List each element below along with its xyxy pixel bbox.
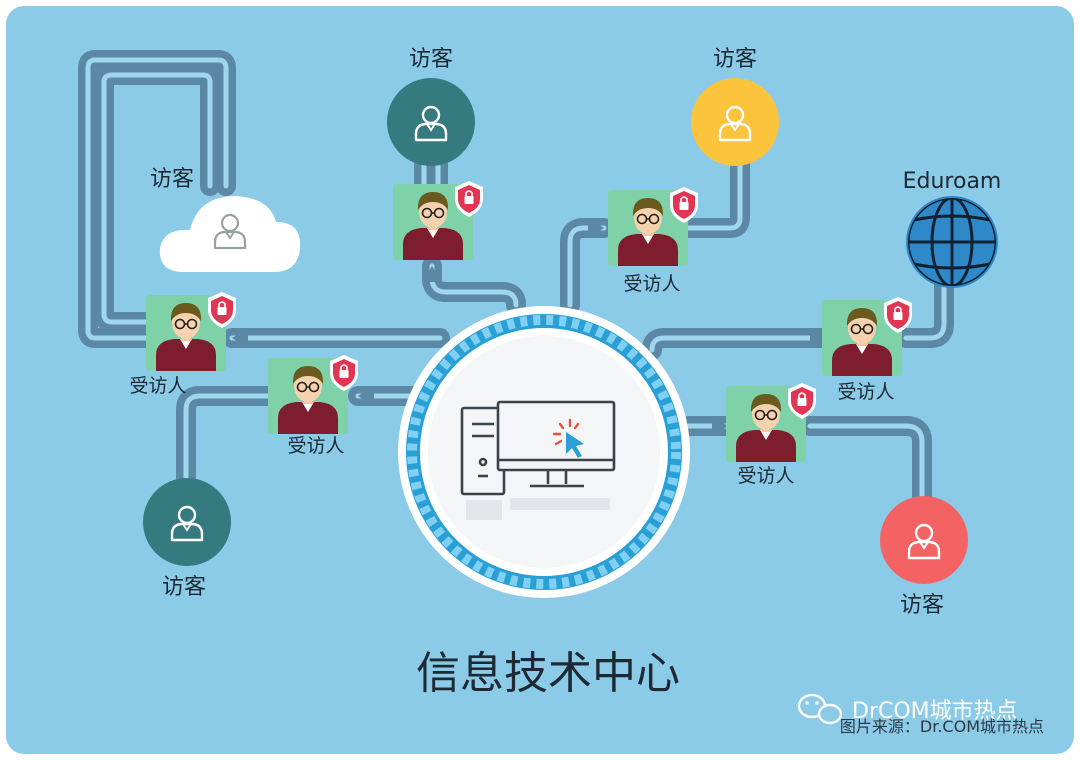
host-left-2: [267, 354, 359, 435]
watermark-brand: DrCOM城市热点: [852, 699, 1018, 724]
host-right-eduroam: [821, 296, 913, 377]
label-host-upper-right: 受访人: [623, 273, 680, 295]
label-visitor-red: 访客: [900, 593, 944, 618]
watermark: DrCOM城市热点 图片来源：Dr.COM城市热点: [797, 693, 1044, 736]
globe-icon: [906, 196, 998, 288]
visitor-yellow: [691, 78, 779, 166]
label-visitor-top: 访客: [409, 47, 453, 72]
labels: 访客 访客 访客 访客 访客 Eduroam: [150, 47, 1001, 618]
visitor-top: [387, 78, 475, 166]
host-left-1: [145, 291, 237, 372]
cursor-icon: [552, 418, 584, 458]
label-visitor-yellow: 访客: [713, 47, 757, 72]
wechat-icon: [797, 693, 843, 725]
label-host-right-eduroam: 受访人: [837, 381, 894, 403]
visitor-red: [880, 496, 968, 584]
computer-icon: [460, 400, 616, 496]
host-upper-right: [607, 186, 699, 267]
host-labels: 受访人 受访人 受访人 受访人 受访人: [129, 273, 894, 487]
visitor-bottom-left: [143, 478, 231, 566]
label-host-left-2: 受访人: [287, 435, 344, 457]
label-visitor-cloud: 访客: [150, 167, 194, 192]
label-host-left-1: 受访人: [129, 375, 186, 397]
central-hub: [398, 306, 690, 598]
connection-pipes: [78, 50, 954, 508]
cloud-visitor: [159, 196, 301, 272]
label-host-lower-right: 受访人: [737, 465, 794, 487]
host-top: [392, 180, 484, 261]
label-eduroam: Eduroam: [903, 169, 1002, 194]
host-lower-right: [725, 382, 817, 463]
label-visitor-bottom-left: 访客: [162, 575, 206, 600]
diagram-title: 信息技术中心: [416, 648, 680, 699]
watermark-source: 图片来源：Dr.COM城市热点: [840, 717, 1044, 736]
